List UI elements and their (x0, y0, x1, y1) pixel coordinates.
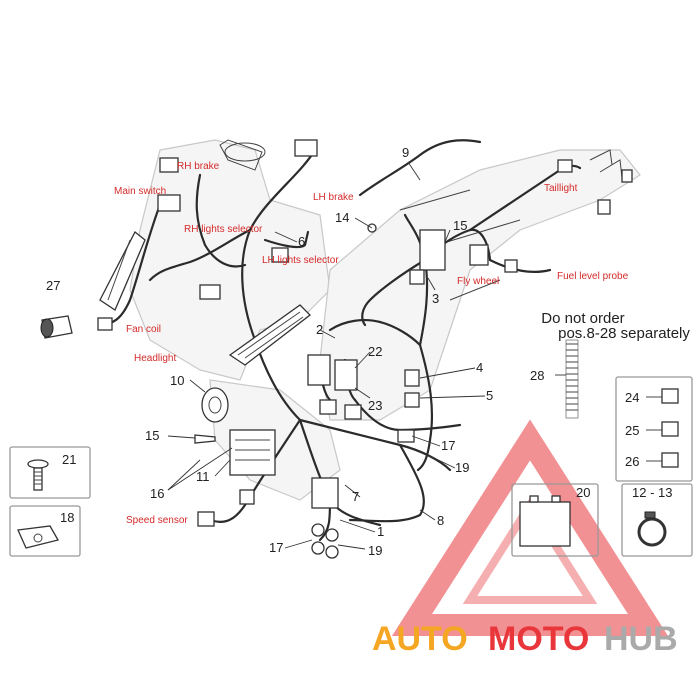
callout-7: 7 (352, 489, 359, 504)
callout-18: 18 (60, 510, 74, 525)
part-box-24-26 (615, 376, 693, 482)
callout-19-lower: 19 (368, 543, 382, 558)
callout-28: 28 (530, 368, 544, 383)
label-fuel-level-probe: Fuel level probe (557, 271, 629, 282)
callout-3: 3 (432, 291, 439, 306)
part-box-21: 21 (9, 446, 91, 499)
watermark-text: AUTO MOTO HUB (372, 620, 678, 658)
cover-panel (228, 304, 311, 366)
label-rh-brake: RH brake (177, 161, 220, 172)
label-headlight: Headlight (134, 353, 176, 364)
label-rh-lights-selector: RH lights selector (184, 224, 263, 235)
watermark-triangle (391, 419, 669, 636)
callout-12-13: 12 - 13 (632, 485, 672, 500)
regulator-connector (239, 489, 255, 505)
callout-1: 1 (377, 524, 384, 539)
watermark-moto: MOTO (488, 620, 589, 658)
callout-4: 4 (476, 360, 483, 375)
label-fly-wheel: Fly wheel (457, 276, 499, 287)
callout-15-upper: 15 (453, 218, 467, 233)
part-box-12-13 (621, 483, 693, 557)
label-lh-brake: LH brake (313, 192, 354, 203)
spiral-wrap (565, 339, 579, 419)
callout-27: 27 (46, 278, 60, 293)
rh-brake-switch (159, 157, 179, 173)
hose-clamp (637, 517, 667, 547)
callout-17-lower: 17 (269, 540, 283, 555)
starter-relay (311, 477, 339, 509)
main-switch-connector (157, 194, 181, 212)
label-speed-sensor: Speed sensor (126, 515, 188, 526)
callout-22: 22 (368, 344, 382, 359)
watermark-auto: AUTO (372, 620, 468, 658)
fuse-24 (661, 388, 679, 404)
callout-20: 20 (576, 485, 590, 500)
watermark-hub: HUB (604, 620, 678, 658)
note-line-2: pos.8-28 separately (558, 325, 690, 342)
screw-head (27, 459, 49, 469)
headlight-connector (97, 317, 113, 331)
label-fan-coil: Fan coil (126, 324, 161, 335)
callout-6: 6 (298, 234, 305, 249)
wiring-harness (103, 139, 582, 542)
label-taillight: Taillight (544, 183, 578, 194)
battery (519, 501, 571, 547)
callout-25: 25 (625, 423, 639, 438)
fan-coil-connector (199, 284, 221, 300)
callout-23: 23 (368, 398, 382, 413)
taillight-connector (557, 159, 573, 173)
fuel-probe-connector (504, 259, 518, 273)
clip-nut (17, 525, 59, 549)
horn (201, 387, 229, 423)
callout-2: 2 (316, 322, 323, 337)
callout-15-lower: 15 (145, 428, 159, 443)
lh-lights-selector-connector (271, 247, 289, 263)
label-main-switch: Main switch (114, 186, 166, 197)
callout-10: 10 (170, 373, 184, 388)
fly-wheel-connector (469, 244, 489, 266)
fuse-26 (661, 452, 679, 468)
callout-8: 8 (437, 513, 444, 528)
relay-5 (404, 392, 420, 408)
callout-16: 16 (150, 486, 164, 501)
relay-4 (404, 369, 420, 387)
order-note: Do not order pos.8-28 separately (541, 310, 690, 342)
note-line-1: Do not order (541, 310, 624, 327)
leader-lines (167, 161, 662, 550)
callout-26: 26 (625, 454, 639, 469)
callout-11: 11 (196, 469, 210, 484)
label-lh-lights-selector: LH lights selector (262, 255, 339, 266)
part-box-20 (511, 483, 599, 557)
voltage-regulator (229, 429, 276, 476)
component-labels: RH brake Main switch RH lights selector … (114, 161, 629, 526)
callout-numbers: 9 14 15 6 3 2 22 4 10 5 23 15 17 19 11 1… (46, 145, 672, 558)
coil-connector-3 (409, 269, 425, 285)
callout-21: 21 (62, 452, 76, 467)
callout-9: 9 (402, 145, 409, 160)
part-box-18: 18 (9, 505, 81, 557)
ignition-coil (419, 229, 446, 271)
automotohub-watermark (391, 419, 669, 636)
callout-5: 5 (486, 388, 493, 403)
fuse-25 (661, 421, 679, 437)
fuse-box-a (307, 354, 331, 386)
callout-24: 24 (625, 390, 639, 405)
callout-19-upper: 19 (455, 460, 469, 475)
lh-brake-switch (294, 139, 318, 157)
fuse-box-b (334, 359, 358, 391)
callout-17-upper: 17 (441, 438, 455, 453)
callout-14: 14 (335, 210, 349, 225)
components (40, 139, 633, 559)
speed-sensor-unit (197, 511, 215, 527)
